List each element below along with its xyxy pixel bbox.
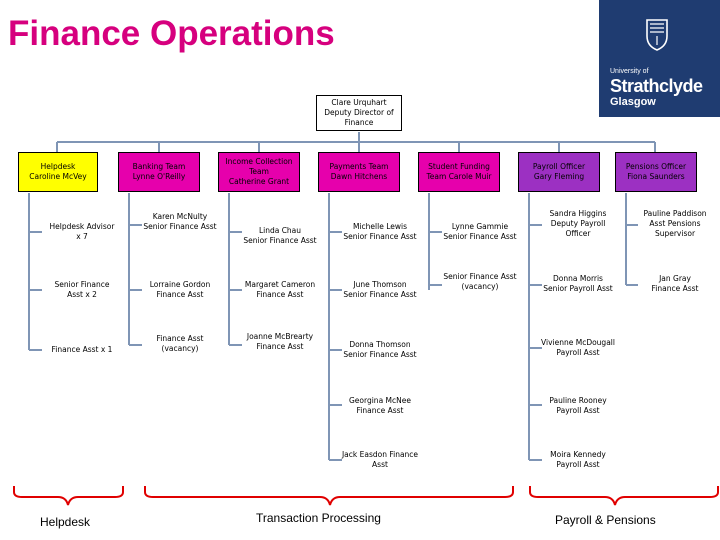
team-banking: Banking Team Lynne O'Reilly [118, 152, 200, 192]
logo-line-3: Glasgow [610, 96, 656, 108]
staff-helpdesk-2: Senior Finance Asst x 2 [54, 280, 110, 299]
staff-income-1: Linda Chau Senior Finance Asst [243, 226, 317, 245]
staff-payroll-4: Pauline Rooney Payroll Asst [549, 396, 607, 415]
staff-helpdesk-1: Helpdesk Advisor x 7 [49, 222, 115, 241]
team-pensions: Pensions Officer Fiona Saunders [615, 152, 697, 192]
group-label-helpdesk: Helpdesk [40, 515, 91, 529]
staff-payroll-1: Sandra Higgins Deputy Payroll Officer [549, 209, 607, 238]
staff-banking-1: Karen McNulty Senior Finance Asst [143, 212, 217, 231]
staff-student-2: Senior Finance Asst (vacancy) [443, 272, 517, 291]
helpdesk-brace [13, 486, 124, 506]
payroll-brace [529, 486, 719, 506]
staff-helpdesk-3: Finance Asst x 1 [51, 345, 113, 355]
logo-line-1: University of [610, 68, 649, 75]
staff-banking-2: Lorraine Gordon Finance Asst [149, 280, 211, 299]
team-payments: Payments Team Dawn Hitchens [318, 152, 400, 192]
staff-pensions-1: Pauline Paddison Asst Pensions Superviso… [643, 209, 707, 238]
group-label-payroll: Payroll & Pensions [555, 513, 656, 527]
team-helpdesk: Helpdesk Caroline McVey [18, 152, 98, 192]
head-deputy-director: Clare Urquhart Deputy Director of Financ… [316, 95, 402, 131]
staff-payroll-2: Donna Morris Senior Payroll Asst [543, 274, 613, 293]
team-payroll: Payroll Officer Gary Fleming [518, 152, 600, 192]
logo-line-2: Strathclyde [610, 76, 703, 96]
team-student-funding: Student Funding Team Carole Muir [418, 152, 500, 192]
staff-banking-3: Finance Asst (vacancy) [156, 334, 204, 353]
staff-payments-1: Michelle Lewis Senior Finance Asst [343, 222, 417, 241]
team-income-collection: Income Collection Team Catherine Grant [218, 152, 300, 192]
staff-payments-5: Jack Easdon Finance Asst [341, 450, 419, 469]
staff-income-2: Margaret Cameron Finance Asst [244, 280, 316, 299]
staff-student-1: Lynne Gammie Senior Finance Asst [443, 222, 517, 241]
transaction-brace [144, 486, 514, 506]
staff-payments-3: Donna Thomson Senior Finance Asst [343, 340, 417, 359]
staff-pensions-2: Jan Gray Finance Asst [651, 274, 699, 293]
crest-icon [646, 19, 668, 51]
university-logo: University of Strathclyde Glasgow [599, 0, 720, 117]
group-label-transaction: Transaction Processing [256, 511, 381, 525]
staff-income-3: Joanne McBrearty Finance Asst [246, 332, 314, 351]
staff-payroll-3: Vivienne McDougall Payroll Asst [541, 338, 615, 357]
page-title: Finance Operations [8, 14, 335, 53]
staff-payments-2: June Thomson Senior Finance Asst [343, 280, 417, 299]
staff-payroll-5: Moira Kennedy Payroll Asst [550, 450, 606, 469]
staff-payments-4: Georgina McNee Finance Asst [349, 396, 411, 415]
